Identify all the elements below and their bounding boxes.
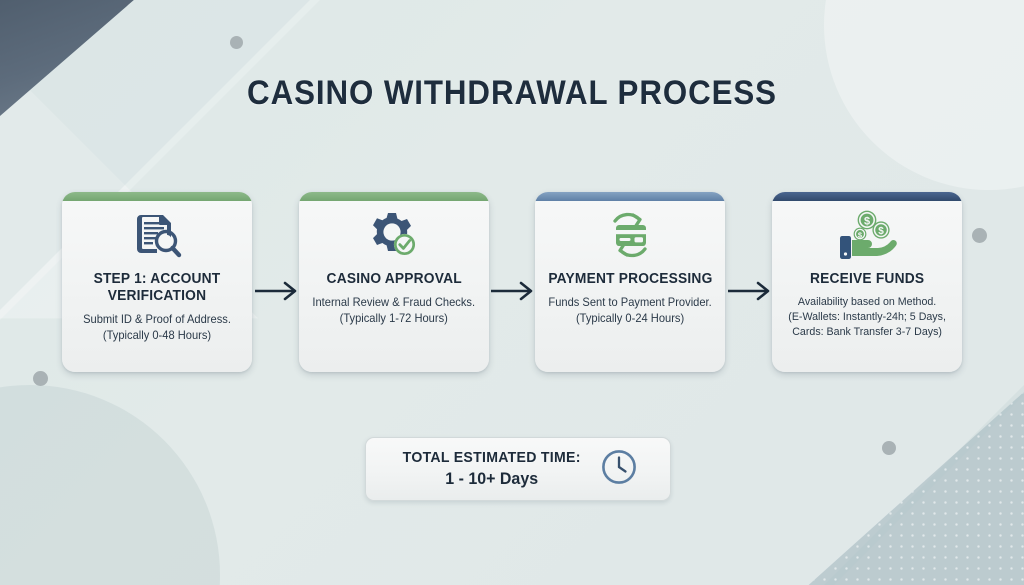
card-description-line: (E-Wallets: Instantly-24h; 5 Days, [788,310,946,323]
card-title: STEP 1: ACCOUNT VERIFICATION [93,271,221,305]
arrow-right-icon [255,280,303,302]
svg-text:$: $ [878,226,884,237]
arrow-right-icon [491,280,539,302]
process-steps-row: STEP 1: ACCOUNT VERIFICATION Submit ID &… [62,192,962,376]
arrow-right-icon [728,280,776,302]
gear-check-icon [366,206,422,264]
card-description-line: (Typically 1-72 Hours) [339,311,449,325]
process-step-card-4: $ $ $ RECEIVE FUNDS Availability based [772,192,962,372]
decorative-dot-icon [33,371,48,386]
card-accent-bar [299,192,489,201]
card-description-line: (Typically 0-48 Hours) [102,328,212,342]
page-title: CASINO WITHDRAWAL PROCESS [247,74,777,112]
total-estimated-time-text: TOTAL ESTIMATED TIME: 1 - 10+ Days [403,449,581,490]
card-description: Submit ID & Proof of Address. (Typically… [78,312,235,343]
card-description-line: (Typically 0-24 Hours) [575,311,685,325]
background-circle-bottom-left [0,385,220,585]
card-description-line: Availability based on Method. [797,296,937,309]
card-title: RECEIVE FUNDS [809,271,925,287]
card-description-line: Internal Review & Fraud Checks. [312,296,476,310]
total-estimated-time-label: TOTAL ESTIMATED TIME: [402,448,581,466]
card-refresh-icon [601,206,659,264]
hand-coins-icon: $ $ $ [836,206,898,264]
card-description-line: Funds Sent to Payment Provider. [548,296,712,310]
card-description-line: Cards: Bank Transfer 3-7 Days) [792,325,942,338]
card-description-line: Submit ID & Proof of Address. [83,313,231,327]
decorative-dot-icon [882,441,896,455]
card-title: PAYMENT PROCESSING [547,271,713,287]
card-description: Availability based on Method. (E-Wallets… [783,295,950,339]
svg-text:$: $ [858,230,863,239]
total-estimated-time-value: 1 - 10+ Days [445,469,539,489]
card-description: Internal Review & Fraud Checks. (Typical… [308,295,480,326]
card-title: CASINO APPROVAL [326,271,462,287]
clock-icon [599,447,639,492]
decorative-dot-icon [230,36,243,49]
card-accent-bar [62,192,252,201]
card-accent-bar [772,192,962,201]
process-step-card-3: PAYMENT PROCESSING Funds Sent to Payment… [535,192,725,372]
process-step-card-1: STEP 1: ACCOUNT VERIFICATION Submit ID &… [62,192,252,372]
card-description: Funds Sent to Payment Provider. (Typical… [544,295,717,326]
total-estimated-time-banner: TOTAL ESTIMATED TIME: 1 - 10+ Days [365,437,671,501]
background-dotted-triangle-bottom-right [764,365,1024,585]
svg-text:$: $ [864,216,870,228]
decorative-dot-icon [972,228,987,243]
card-accent-bar [535,192,725,201]
process-step-card-2: CASINO APPROVAL Internal Review & Fraud … [299,192,489,372]
document-magnifier-icon [129,206,185,264]
